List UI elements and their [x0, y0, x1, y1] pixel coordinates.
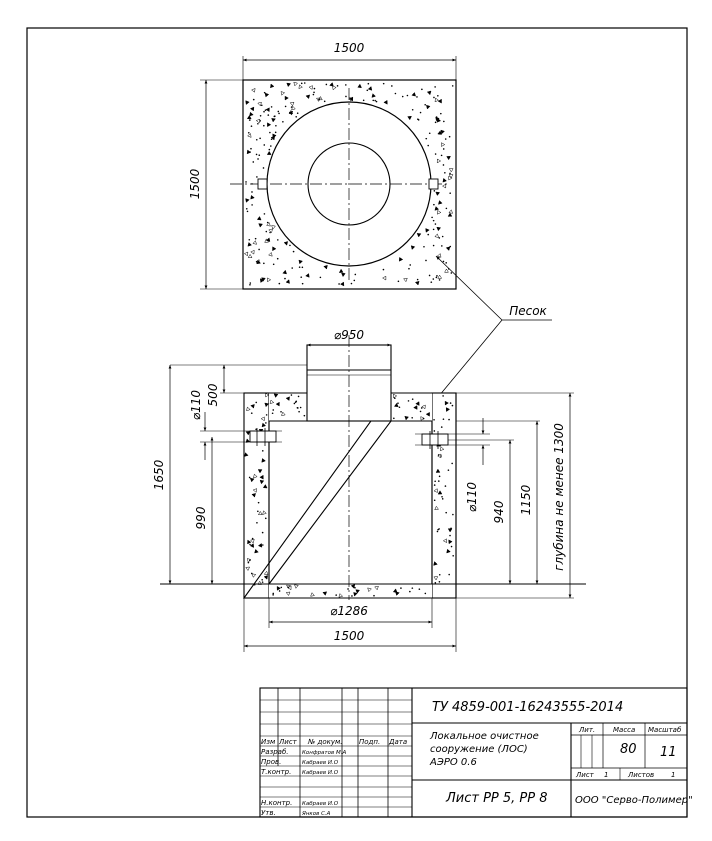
outlet-pipe-right	[415, 431, 490, 449]
dim-bottom-width: 1500	[334, 629, 365, 643]
dim-top-diameter: ⌀950	[334, 328, 364, 342]
dim-depth-note: глубина не менее 1300	[552, 423, 566, 571]
dim-overall-height: 1650	[152, 459, 166, 490]
product-name-line2: сооружение (ЛОС)	[430, 744, 528, 755]
scale-label: Масштаб	[648, 726, 682, 734]
mass-value: 80	[620, 742, 637, 757]
lit-label: Лит.	[578, 726, 595, 734]
name-developer: Конфратов М.А	[302, 750, 346, 756]
title-block	[259, 687, 688, 818]
product-name-line1: Локальное очистное	[429, 731, 539, 742]
role-tech-control: Т.контр.	[261, 768, 291, 776]
col-header-date: Дата	[388, 738, 407, 746]
sheet-label: Лист	[575, 771, 595, 779]
col-header-sign: Подп.	[359, 738, 380, 746]
name-checker: Кабраев И.О	[302, 760, 339, 766]
sand-top-right	[391, 393, 432, 421]
product-name-line3: АЭРО 0.6	[429, 757, 477, 768]
dim-neck-height: 500	[206, 383, 220, 406]
dim-right-outlet-height: 940	[492, 500, 506, 523]
dim-right-pipe-diameter: ⌀110	[465, 482, 479, 512]
top-view: 1500 1500	[188, 41, 457, 290]
sand-speckles-section	[244, 392, 454, 598]
sheets-label: Листов	[627, 771, 654, 779]
dim-top-width: 1500	[334, 41, 365, 55]
role-developer: Разраб.	[261, 748, 289, 756]
section-view: ⌀950 500 ⌀110 1650 990 ⌀110 940 1150 глу…	[152, 328, 586, 652]
sand-bottom	[269, 584, 432, 598]
scale-value: 11	[660, 745, 677, 760]
sheets-value: 1	[671, 771, 675, 779]
pipe-stub-right	[428, 178, 439, 190]
role-checker: Пров.	[261, 758, 281, 766]
dim-top-height: 1500	[188, 168, 202, 199]
dim-left-pipe-diameter: ⌀110	[189, 390, 203, 420]
pipe-stub-left	[257, 178, 268, 190]
name-norm-control: Кабраев И.О	[302, 801, 339, 807]
dim-left-inlet-height: 990	[194, 506, 208, 529]
name-tech-control: Кабраев И.О	[302, 770, 339, 776]
sheet-ref: Лист РР 5, РР 8	[445, 791, 548, 806]
sheet-value: 1	[604, 771, 608, 779]
callout-label: Песок	[509, 304, 547, 318]
title-block-text: ТУ 4859-001-16243555-2014 Изм Лист № док…	[261, 700, 693, 817]
sand-callout: Песок	[428, 255, 552, 409]
role-approved: Утв.	[261, 809, 276, 817]
company-name: ООО "Серво-Полимер"	[575, 795, 693, 806]
sand-speckles-top	[243, 81, 454, 287]
dim-right-1150: 1150	[519, 484, 533, 515]
col-header-list: Лист	[278, 738, 298, 746]
doc-code: ТУ 4859-001-16243555-2014	[432, 700, 623, 715]
col-header-doc: № докум.	[307, 738, 343, 746]
tank-body	[267, 420, 433, 585]
dim-bottom-diameter: ⌀1286	[330, 604, 368, 618]
name-approved: Янков С.А	[301, 811, 331, 817]
role-norm-control: Н.контр.	[261, 799, 292, 807]
mass-label: Масса	[613, 726, 635, 734]
sand-right	[431, 392, 457, 599]
inlet-pipe-left	[200, 428, 282, 446]
col-header-izm: Изм	[261, 738, 276, 746]
